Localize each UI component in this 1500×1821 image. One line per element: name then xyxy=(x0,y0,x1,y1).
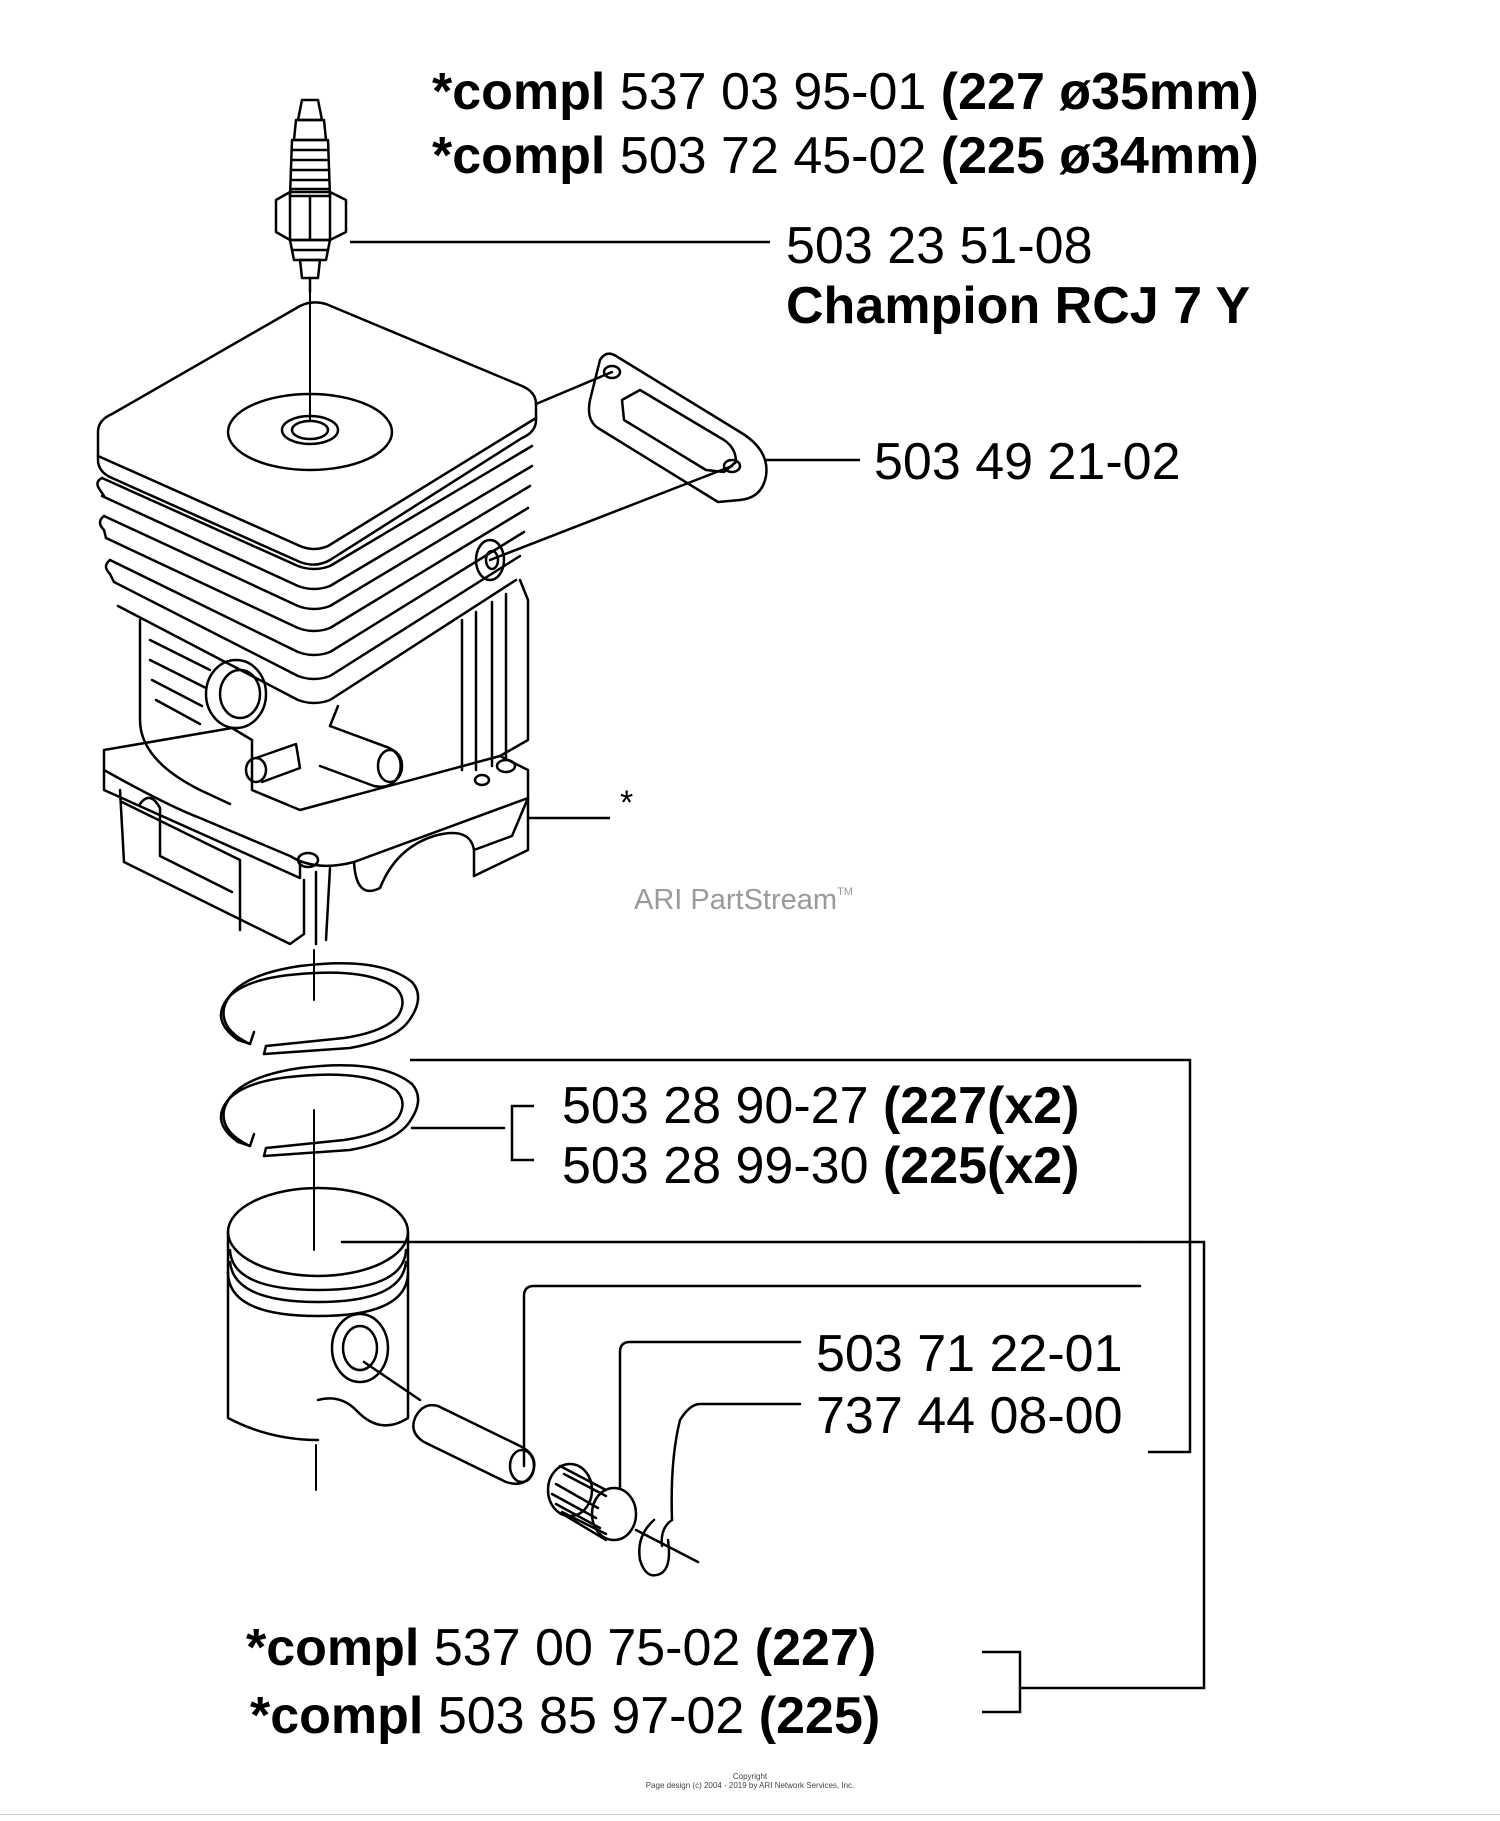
copyright-line1: Copyright xyxy=(732,1772,768,1781)
piston-kit-225-label: *compl 503 85 97-02 (225) xyxy=(250,1690,880,1742)
needle-bearing-part-number: 503 71 22-01 xyxy=(816,1325,1123,1383)
bottom-divider xyxy=(0,1814,1500,1815)
piston-kit-227-label: *compl 537 00 75-02 (227) xyxy=(246,1622,876,1674)
part-spec: (225) xyxy=(758,1687,881,1745)
cylinder-kit-227-label: *compl 537 03 95-01 (227 ø35mm) xyxy=(432,66,1259,118)
watermark: ARI PartStreamTM xyxy=(634,884,853,917)
spark-plug-part-number: 503 23 51-08 xyxy=(786,217,1093,275)
part-number: 503 28 90-27 xyxy=(562,1077,869,1135)
part-spec: (227) xyxy=(754,1619,877,1677)
ring-225-label: 503 28 99-30 (225(x2) xyxy=(562,1140,1080,1192)
compl-prefix: *compl xyxy=(432,63,606,121)
cylinder-star-mark: * xyxy=(620,784,634,822)
part-spec: (225 ø34mm) xyxy=(940,127,1259,185)
compl-prefix: *compl xyxy=(432,127,606,185)
compl-prefix: *compl xyxy=(246,1619,420,1677)
cylinder-kit-225-label: *compl 503 72 45-02 (225 ø34mm) xyxy=(432,130,1259,182)
circlip-icon xyxy=(638,1402,802,1577)
part-number: 537 00 75-02 xyxy=(433,1619,741,1677)
copyright-notice: Copyright Page design (c) 2004 - 2019 by… xyxy=(600,1772,900,1790)
part-spec: (225(x2) xyxy=(882,1137,1080,1195)
piston-rings-icon xyxy=(219,961,506,1158)
copyright-line2: Page design (c) 2004 - 2019 by ARI Netwo… xyxy=(645,1781,855,1790)
spark-plug-name: Champion RCJ 7 Y xyxy=(786,277,1251,335)
part-number: 537 03 95-01 xyxy=(619,63,927,121)
watermark-text: ARI PartStream xyxy=(634,884,838,916)
spark-plug-icon xyxy=(274,98,348,294)
part-number: 503 72 45-02 xyxy=(619,127,927,185)
part-number: 503 28 99-30 xyxy=(562,1137,869,1195)
part-spec: (227(x2) xyxy=(882,1077,1080,1135)
needle-bearing-icon xyxy=(546,1340,802,1564)
circlip-part-number: 737 44 08-00 xyxy=(816,1387,1123,1445)
piston-icon xyxy=(226,1186,1142,1442)
part-number: 503 85 97-02 xyxy=(437,1687,745,1745)
cylinder-icon xyxy=(96,301,538,946)
ring-227-label: 503 28 90-27 (227(x2) xyxy=(562,1080,1080,1132)
gasket-icon xyxy=(488,352,768,562)
piston-pin-icon xyxy=(362,1284,1142,1485)
compl-prefix: *compl xyxy=(250,1687,424,1745)
gasket-part-number: 503 49 21-02 xyxy=(874,433,1181,491)
part-spec: (227 ø35mm) xyxy=(940,63,1259,121)
watermark-tm: TM xyxy=(837,886,853,898)
